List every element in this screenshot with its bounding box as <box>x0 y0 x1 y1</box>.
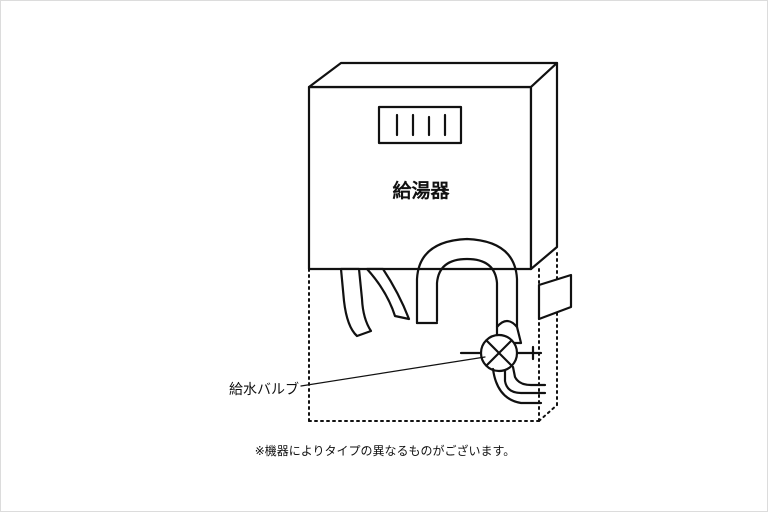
heater-label: 給湯器 <box>392 179 450 202</box>
side-outlet-box <box>537 273 573 321</box>
valve-leader-line <box>300 356 486 387</box>
pipe-left <box>339 267 373 338</box>
footnote-text: ※機器によりタイプの異なるものがございます。 <box>255 443 516 458</box>
pipe-middle <box>365 267 411 321</box>
control-panel <box>377 105 463 145</box>
water-supply-valve <box>459 319 547 405</box>
pipe-u-bend <box>415 237 519 333</box>
water-heater-unit <box>307 61 559 271</box>
valve-label: 給水バルブ <box>229 381 299 398</box>
